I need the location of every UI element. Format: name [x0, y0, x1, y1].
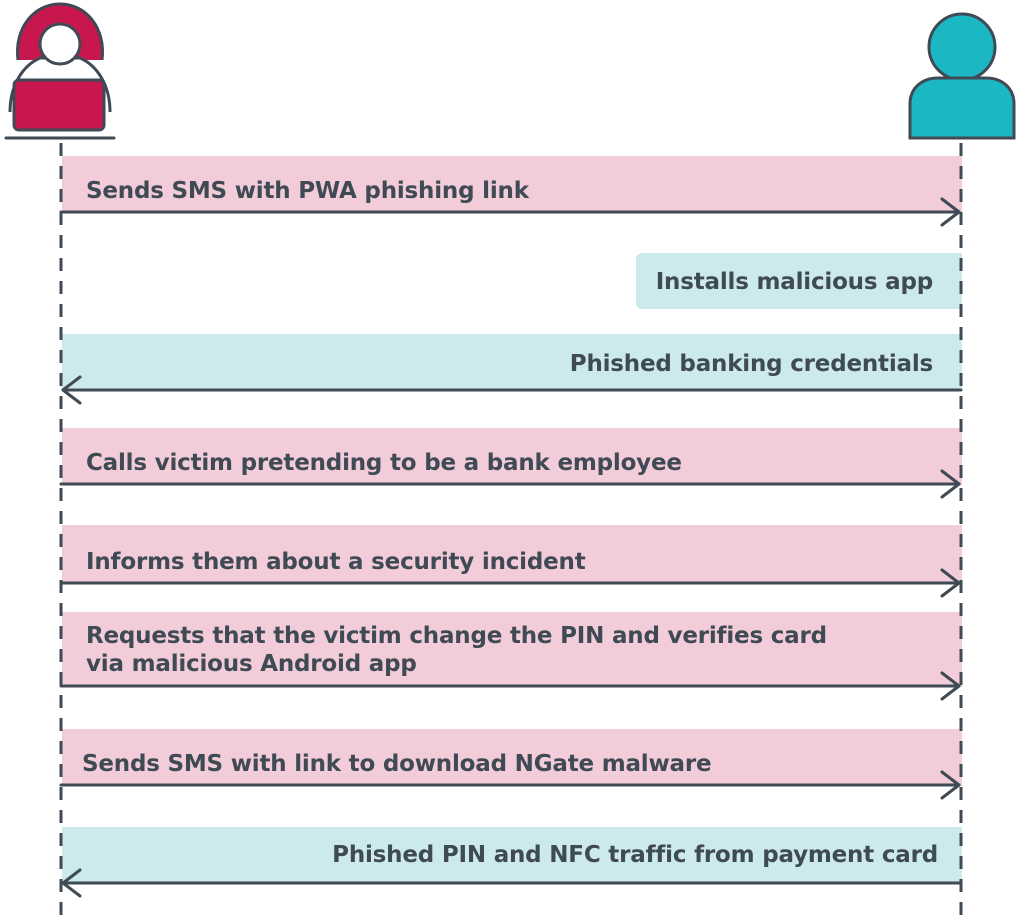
message-band-1: [62, 156, 962, 213]
message-band-4: [62, 428, 962, 485]
arrow-8: [61, 868, 963, 898]
arrow-5: [59, 568, 961, 598]
arrow-4: [59, 469, 961, 499]
message-band-5: [62, 525, 962, 584]
message-band-6: [62, 612, 962, 687]
message-label-7: Sends SMS with link to download NGate ma…: [82, 751, 712, 777]
message-band-2: [636, 253, 962, 309]
message-label-2: Installs malicious app: [655, 269, 933, 295]
arrow-7: [59, 770, 961, 800]
message-label-4: Calls victim pretending to be a bank emp…: [86, 450, 682, 476]
message-label-3: Phished banking credentials: [569, 351, 933, 377]
arrow-3: [61, 375, 963, 405]
hooded-hacker-icon: [4, 2, 116, 140]
message-band-7: [62, 729, 962, 786]
message-label-5: Informs them about a security incident: [86, 549, 586, 575]
arrow-6: [59, 671, 961, 701]
message-label-8: Phished PIN and NFC traffic from payment…: [332, 842, 938, 868]
message-band-3: [62, 334, 962, 390]
message-label-6b: via malicious Android app: [86, 651, 417, 677]
person-icon: [908, 12, 1016, 140]
message-label-6a: Requests that the victim change the PIN …: [86, 623, 827, 649]
message-label-1: Sends SMS with PWA phishing link: [86, 178, 529, 204]
arrow-1: [59, 197, 961, 227]
message-band-8: [62, 827, 962, 883]
